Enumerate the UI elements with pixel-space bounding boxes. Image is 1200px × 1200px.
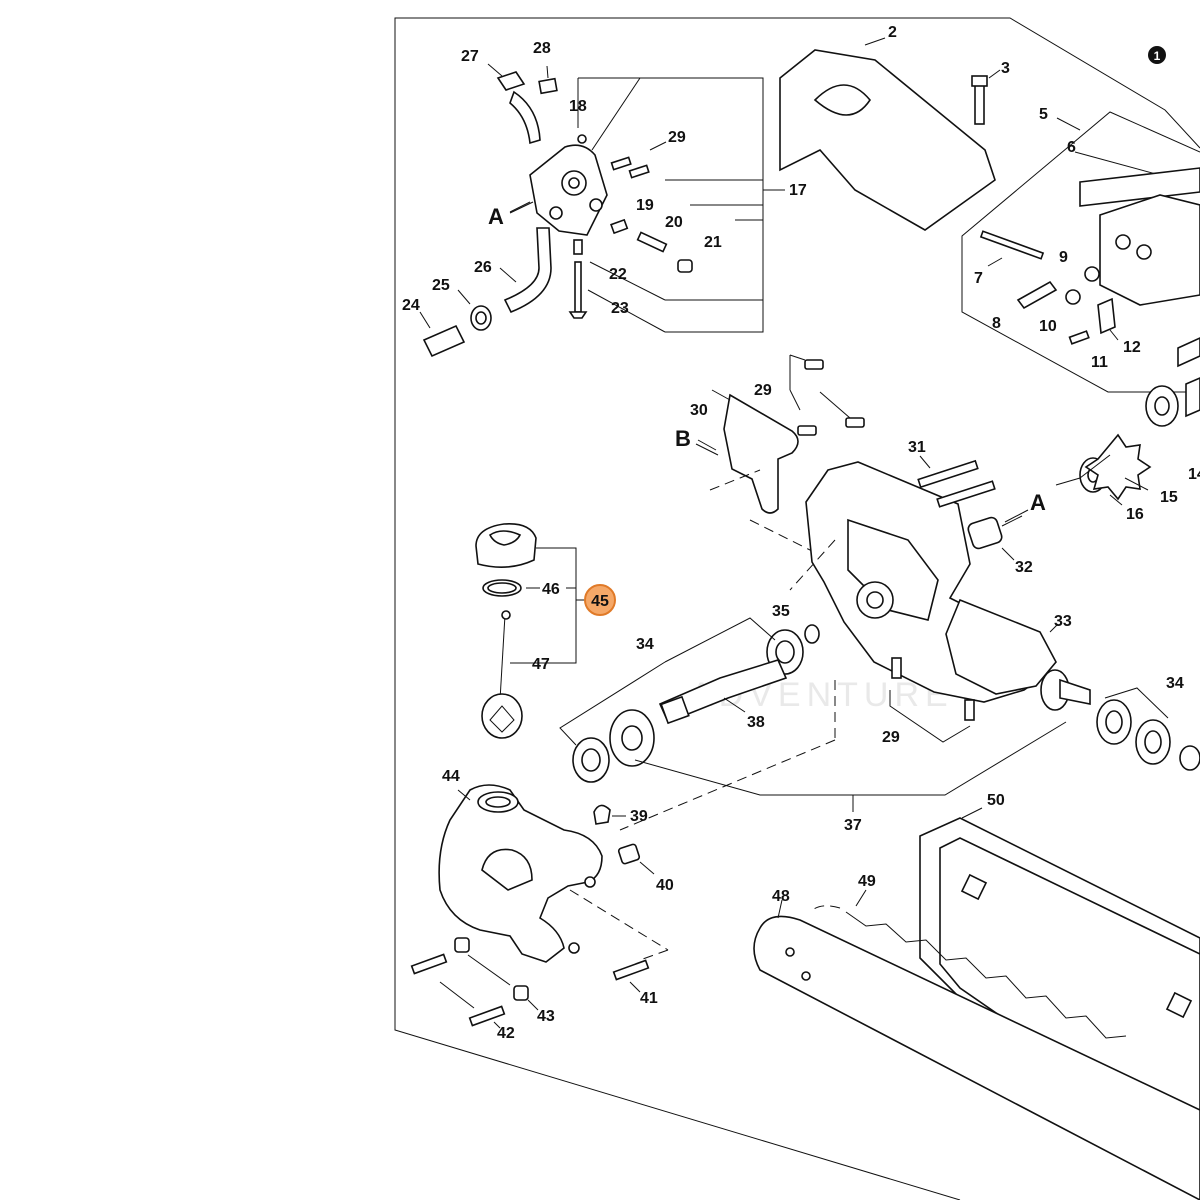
- callout-41[interactable]: 41: [640, 990, 658, 1007]
- callout-20[interactable]: 20: [665, 214, 683, 231]
- callout-45-highlighted[interactable]: 45: [584, 584, 616, 616]
- gearbox-group: [559, 354, 1200, 831]
- oil-pump-group: [419, 63, 785, 358]
- reference-b-pointer: [695, 443, 719, 456]
- callout-25[interactable]: 25: [432, 277, 450, 294]
- reference-b: B: [675, 426, 691, 451]
- callout-32[interactable]: 32: [1015, 559, 1033, 576]
- callout-29-mid[interactable]: 29: [754, 382, 772, 399]
- callout-30[interactable]: 30: [690, 402, 708, 419]
- callout-19[interactable]: 19: [636, 197, 654, 214]
- callout-2[interactable]: 2: [888, 24, 897, 41]
- highlight-badge[interactable]: [584, 584, 616, 616]
- callout-31[interactable]: 31: [908, 439, 926, 456]
- callout-10[interactable]: 10: [1039, 318, 1057, 335]
- callout-3[interactable]: 3: [1001, 60, 1010, 77]
- callout-33[interactable]: 33: [1054, 613, 1072, 630]
- callout-34-right[interactable]: 34: [1166, 675, 1184, 692]
- callout-39[interactable]: 39: [630, 808, 648, 825]
- diagram-frame: [394, 17, 1200, 1200]
- callout-11[interactable]: 11: [1091, 354, 1108, 371]
- callout-26[interactable]: 26: [474, 259, 492, 276]
- callout-44[interactable]: 44: [442, 768, 460, 785]
- callout-5[interactable]: 5: [1039, 106, 1048, 123]
- callout-38[interactable]: 38: [747, 714, 765, 731]
- reference-a-housing: A: [1030, 490, 1046, 515]
- callout-40[interactable]: 40: [656, 877, 674, 894]
- callout-35[interactable]: 35: [772, 603, 790, 620]
- callout-34-left[interactable]: 34: [636, 636, 654, 653]
- callout-labels: 1 2 3 5 6 7 8 9 10 11 12 14 15 16 17 18 …: [402, 24, 1200, 1042]
- callout-22[interactable]: 22: [609, 266, 627, 283]
- callout-47[interactable]: 47: [532, 656, 550, 673]
- callout-49[interactable]: 49: [858, 873, 876, 890]
- callout-37[interactable]: 37: [844, 817, 862, 834]
- callout-28[interactable]: 28: [533, 40, 551, 57]
- reference-a-pump: A: [488, 204, 504, 229]
- callout-15[interactable]: 15: [1160, 489, 1178, 506]
- callout-45: 45: [591, 593, 609, 610]
- handle-group: [410, 784, 669, 1029]
- callout-17[interactable]: 17: [789, 182, 807, 199]
- callout-21[interactable]: 21: [704, 234, 722, 251]
- callout-29-bottom[interactable]: 29: [882, 729, 900, 746]
- callout-14[interactable]: 14: [1188, 466, 1200, 483]
- callout-1-text: 1: [1154, 49, 1161, 63]
- callout-24[interactable]: 24: [402, 297, 420, 314]
- callout-48[interactable]: 48: [772, 888, 790, 905]
- callout-18[interactable]: 18: [569, 98, 587, 115]
- callout-1-badge: [1148, 46, 1166, 64]
- callout-42[interactable]: 42: [497, 1025, 515, 1042]
- callout-27[interactable]: 27: [461, 48, 479, 65]
- callout-8[interactable]: 8: [992, 315, 1001, 332]
- bar-chain-group: [753, 807, 1200, 1200]
- callout-16[interactable]: 16: [1126, 506, 1144, 523]
- callout-50[interactable]: 50: [987, 792, 1005, 809]
- callout-12[interactable]: 12: [1123, 339, 1141, 356]
- tensioner-group: [779, 37, 1200, 393]
- reference-a-pump-pointer: [509, 201, 534, 214]
- callout-9[interactable]: 9: [1059, 249, 1068, 266]
- reference-a-housing-pointer: [1004, 509, 1029, 523]
- callout-6[interactable]: 6: [1067, 139, 1076, 156]
- callout-43[interactable]: 43: [537, 1008, 555, 1025]
- callout-23[interactable]: 23: [611, 300, 629, 317]
- oil-cap-group: [475, 522, 586, 739]
- callout-7[interactable]: 7: [974, 270, 983, 287]
- callout-29-top[interactable]: 29: [668, 129, 686, 146]
- callout-46[interactable]: 46: [542, 581, 560, 598]
